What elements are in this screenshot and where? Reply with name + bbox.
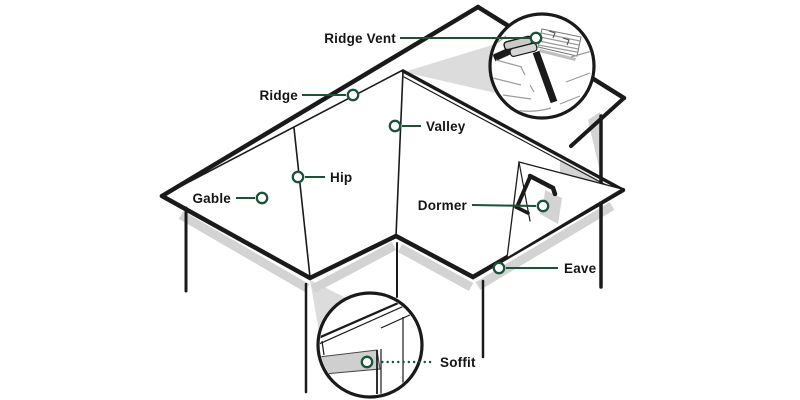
gable-label: Gable — [192, 191, 231, 206]
dormer-shadow — [540, 190, 562, 224]
callout-hip: Hip — [291, 170, 352, 185]
callout-eave: Eave — [492, 261, 597, 276]
callout-valley: Valley — [388, 119, 466, 134]
fascia-band-valley-right — [397, 244, 474, 291]
ridge-label: Ridge — [259, 88, 298, 103]
soffit-roof-deck-line — [320, 295, 413, 341]
ridge-cap-thin-line — [161, 69, 404, 197]
cross-wing-ridge-line — [401, 69, 625, 192]
soffit-roof-deck-inner — [320, 301, 414, 345]
cross-wing-ridge-cap-line — [403, 76, 620, 193]
dormer-label: Dormer — [418, 198, 468, 213]
hip-label: Hip — [330, 170, 352, 185]
soffit-wall-top-edge — [380, 313, 413, 329]
gable-marker — [255, 191, 269, 205]
soffit-label: Soffit — [440, 355, 476, 370]
ridge-vent-label: Ridge Vent — [324, 31, 396, 46]
callout-ridge: Ridge — [259, 88, 360, 103]
magnified-vent-slot — [532, 50, 558, 104]
right-eave-upper-line — [569, 96, 626, 148]
valley-label: Valley — [426, 119, 466, 134]
ridge-vent-cone — [404, 42, 504, 95]
dormer-marker — [536, 199, 550, 213]
fascia-band-left — [178, 211, 310, 292]
hip-marker — [291, 170, 305, 184]
dormer-sill-line — [514, 205, 530, 215]
soffit-marker — [360, 355, 374, 369]
valley-marker — [388, 119, 402, 133]
callout-gable: Gable — [192, 191, 269, 206]
valley-line — [395, 70, 404, 237]
soffit-callout — [316, 291, 424, 399]
ridge-vent-marker — [529, 31, 543, 45]
callout-soffit: Soffit — [360, 355, 476, 370]
ridge-vent-callout-border — [488, 12, 596, 120]
ridge-cap-shingle-2 — [509, 42, 538, 57]
hip-line — [293, 127, 311, 278]
dormer-rake-line — [515, 175, 532, 209]
magnifier-cones — [310, 42, 504, 338]
soffit-detail — [320, 295, 414, 394]
dormer-leader — [471, 204, 537, 207]
callout-ridge-vent: Ridge Vent — [324, 31, 543, 46]
eave-marker — [492, 261, 506, 275]
ridge-vent-callout — [488, 12, 596, 120]
soffit-callout-border — [316, 291, 424, 399]
main-ridge-line — [159, 4, 481, 199]
fascia-band-valley-left — [310, 242, 397, 293]
ridge-vent-panel — [537, 28, 582, 61]
dormer-roof-line — [527, 173, 558, 197]
eave-label: Eave — [564, 261, 597, 276]
callout-labels: Ridge Vent Ridge Valley Hip Gable Dormer — [192, 31, 596, 370]
callout-dormer: Dormer — [418, 198, 550, 213]
soffit-fascia-inner — [321, 340, 325, 356]
ridge-marker — [346, 88, 360, 102]
